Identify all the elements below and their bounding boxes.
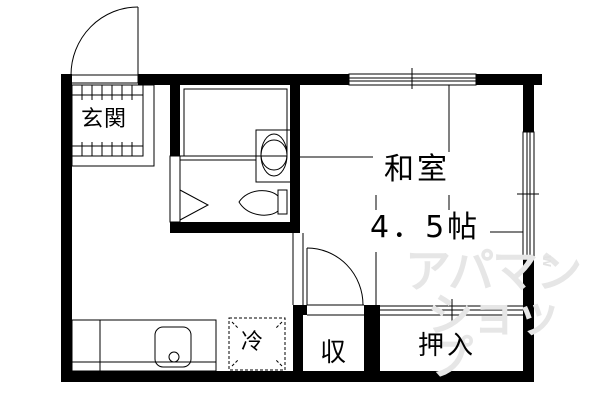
bathtub — [183, 88, 288, 157]
kitchen-sink — [154, 326, 192, 368]
interior-door — [292, 233, 364, 316]
entrance-door — [70, 6, 139, 84]
toilet — [238, 190, 279, 216]
bathroom-walls — [170, 85, 300, 233]
room-label-washitsu: 和室 — [384, 152, 450, 187]
room-label-genkan: 玄関 — [81, 107, 128, 132]
top-window — [348, 68, 477, 89]
room-size-washitsu: 4．5帖 — [370, 210, 481, 245]
kitchen-counter — [71, 319, 217, 372]
genkan-label-bg — [78, 100, 138, 142]
tatami-lines — [375, 85, 523, 305]
closet-doors — [380, 299, 523, 321]
room-label-closet: 押入 — [418, 331, 477, 361]
fridge-space — [228, 317, 286, 371]
room-label-fridge: 冷 — [241, 330, 264, 355]
right-window — [517, 131, 539, 259]
room-label-storage: 収 — [320, 338, 347, 368]
watermark-side: W — [540, 255, 553, 268]
bathroom-fixtures — [169, 88, 373, 223]
interior-walls — [293, 305, 380, 382]
washbasin — [255, 129, 293, 183]
